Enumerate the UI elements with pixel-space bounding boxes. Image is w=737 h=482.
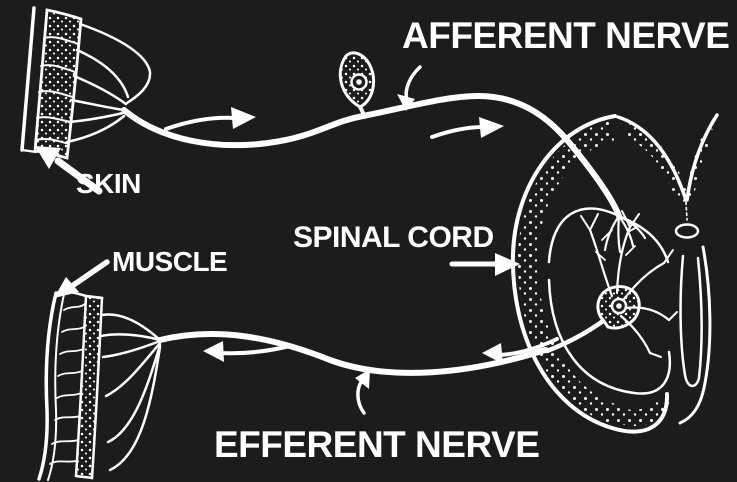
afferent-flow-arrow-2 bbox=[432, 117, 504, 138]
efferent-flow-arrow-2 bbox=[482, 339, 557, 364]
afferent-flow-arrow-1 bbox=[166, 107, 256, 129]
afferent-label-pointer bbox=[397, 67, 420, 111]
efferent-label-pointer bbox=[355, 369, 370, 413]
label-efferent-nerve: EFFERENT NERVE bbox=[214, 424, 540, 465]
muscle-label-pointer bbox=[54, 262, 107, 298]
label-spinal-cord: SPINAL CORD bbox=[293, 221, 494, 254]
skin-label-pointer bbox=[35, 146, 99, 191]
efferent-nerve-fiber bbox=[101, 314, 545, 470]
efferent-flow-arrow-1 bbox=[203, 341, 290, 362]
label-muscle: MUSCLE bbox=[112, 246, 228, 277]
label-skin: SKIN bbox=[76, 168, 141, 199]
skin-drawing bbox=[22, 8, 150, 158]
spinal-cord-label-pointer bbox=[452, 253, 520, 276]
label-afferent-nerve: AFFERENT NERVE bbox=[402, 15, 730, 56]
sensory-ganglion bbox=[340, 53, 373, 117]
muscle-drawing bbox=[39, 292, 102, 480]
motor-neuron bbox=[547, 211, 677, 357]
spinal-cord-drawing bbox=[513, 115, 717, 432]
